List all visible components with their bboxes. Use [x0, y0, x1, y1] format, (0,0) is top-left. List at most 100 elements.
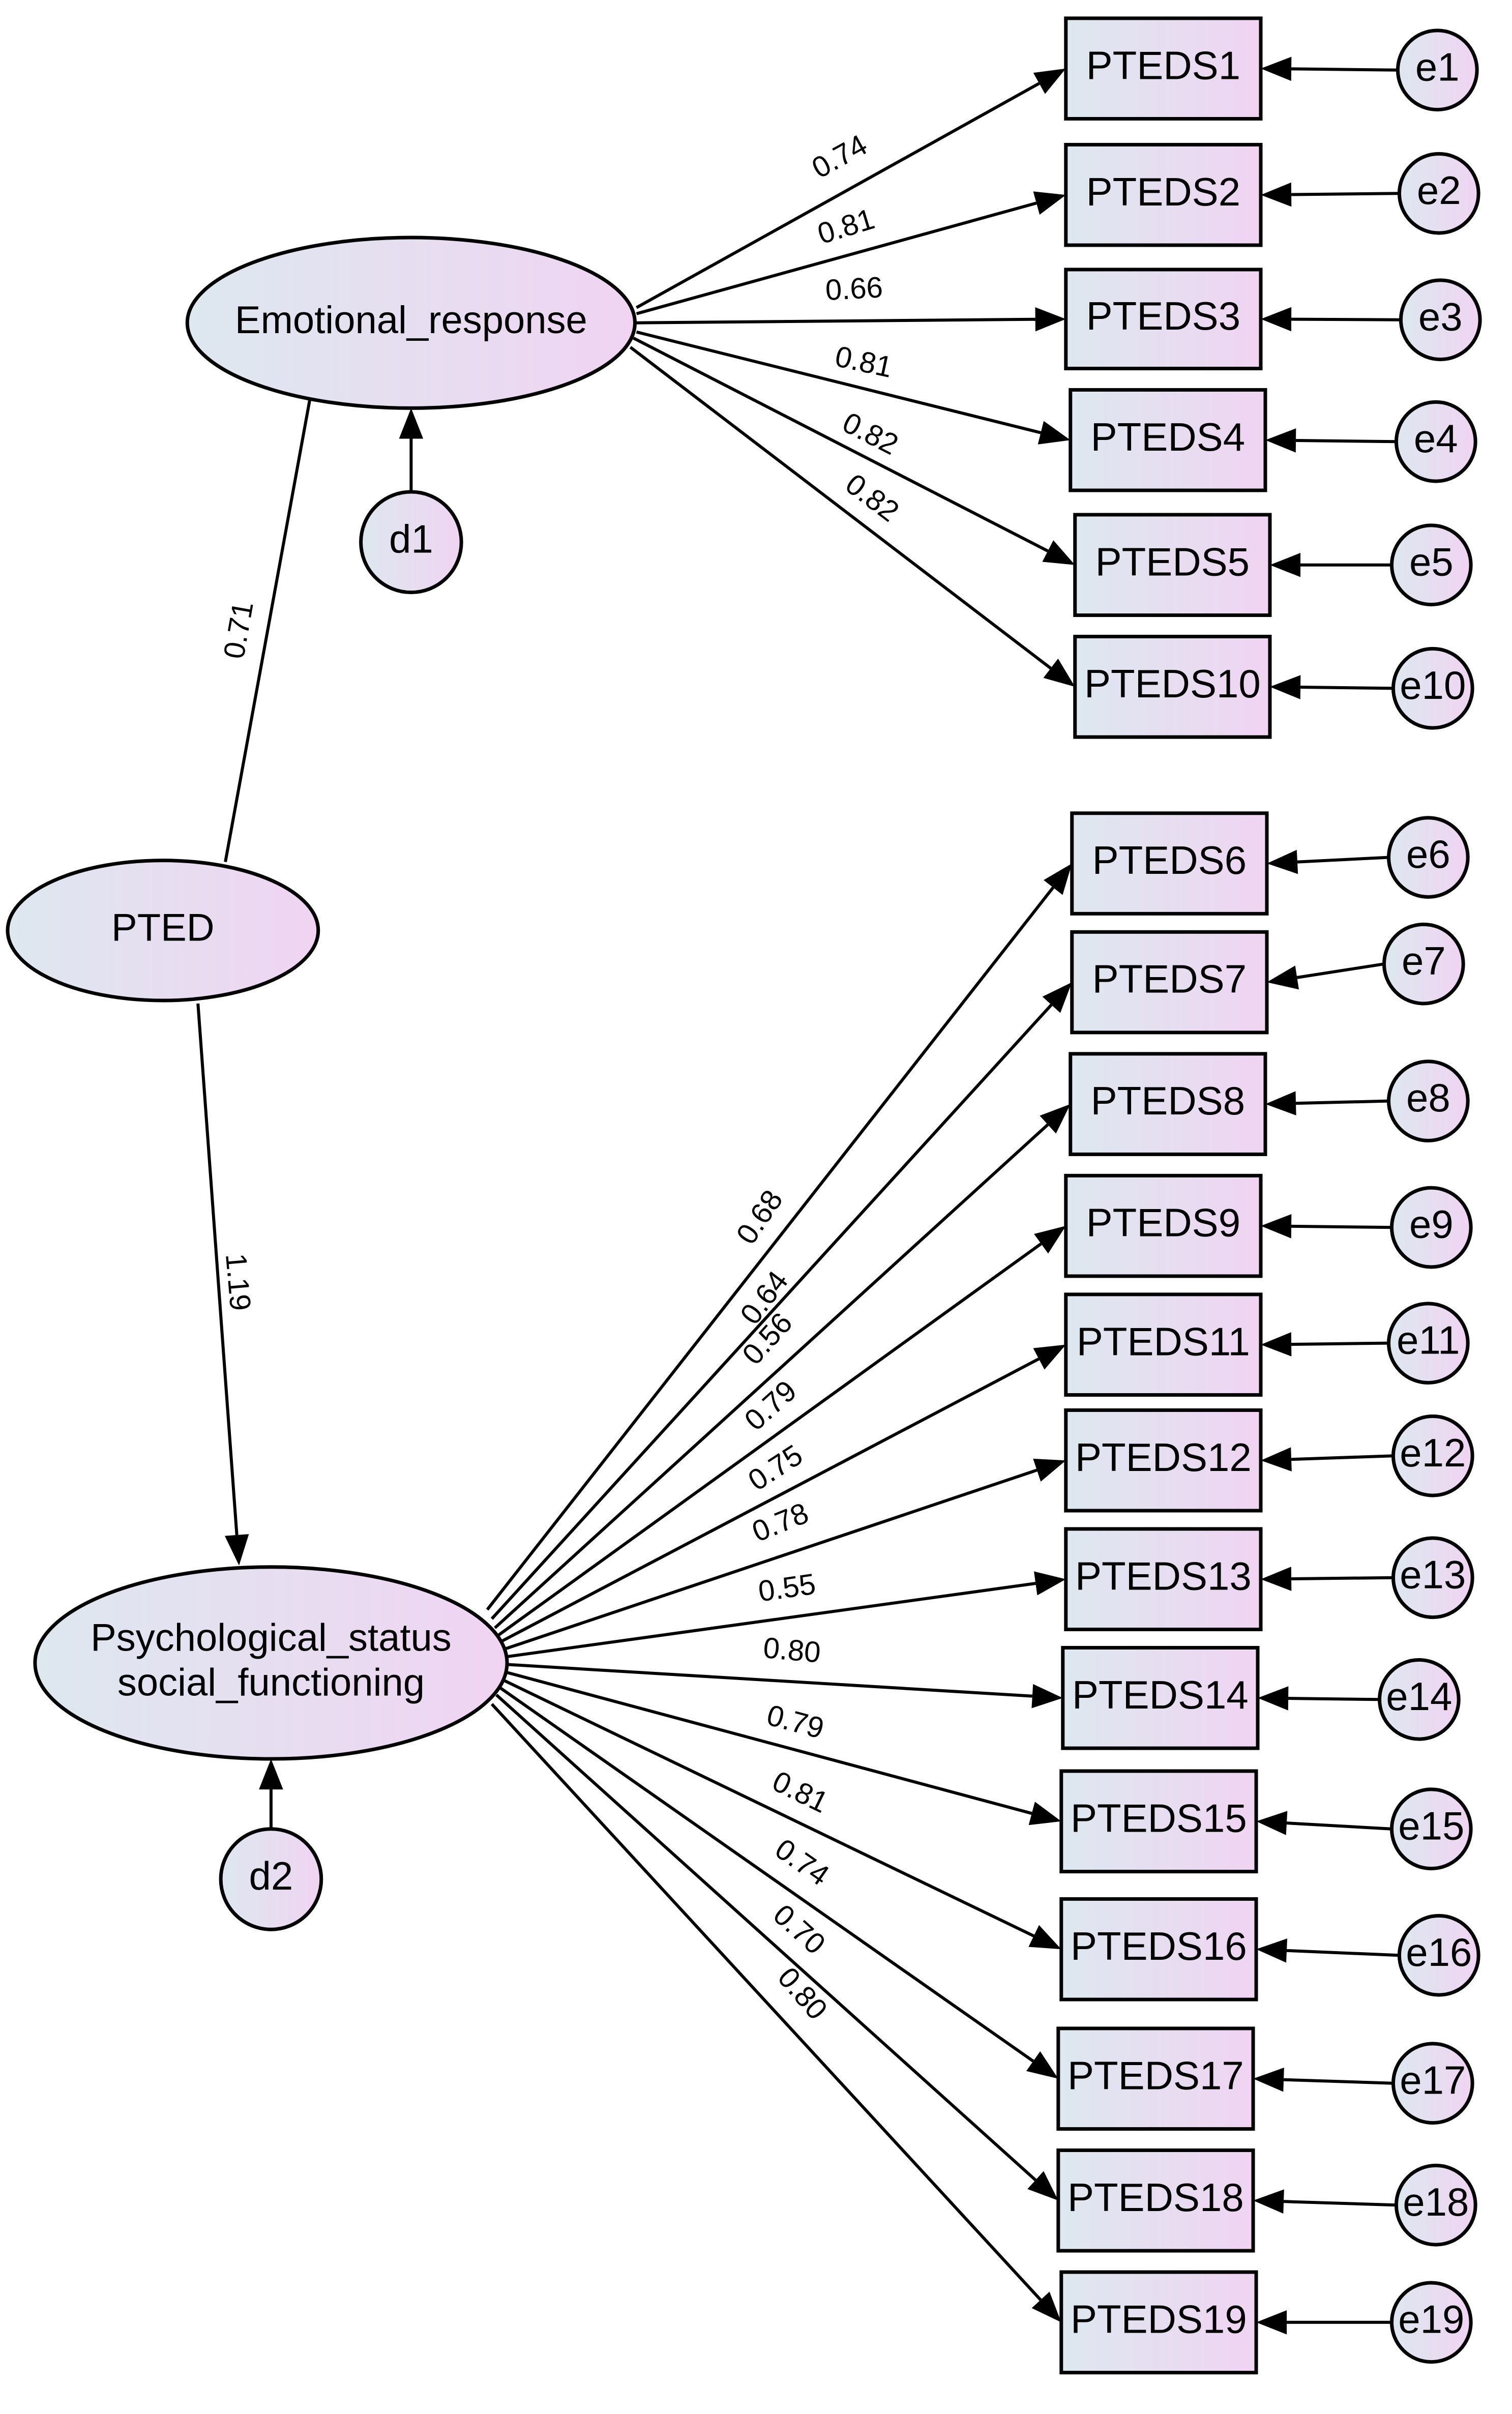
loading-path-pteds9-arrowhead	[1034, 1226, 1066, 1254]
error-label-e18: e18	[1403, 2180, 1469, 2224]
error-path-e12-arrowhead	[1260, 1447, 1292, 1471]
loading-path-pteds15-arrowhead	[1028, 1802, 1061, 1826]
indicator-label-pteds7: PTEDS7	[1092, 957, 1247, 1002]
loading-weight-pteds9: 0.79	[738, 1374, 803, 1437]
indicator-label-pteds9: PTEDS9	[1086, 1200, 1240, 1245]
loading-path-pteds3	[636, 317, 1035, 325]
error-path-e3-arrowhead	[1260, 307, 1292, 332]
structural-weight-ps: 1.19	[219, 1252, 257, 1312]
disturbance-label-d1: d1	[389, 516, 433, 561]
structural-weight-er: 0.71	[217, 599, 260, 661]
loading-path-pteds18-arrowhead	[1027, 2171, 1058, 2201]
indicator-label-pteds3: PTEDS3	[1086, 293, 1240, 338]
indicator-label-pteds18: PTEDS18	[1068, 2175, 1244, 2220]
error-path-e4	[1296, 438, 1397, 444]
error-path-e3	[1291, 317, 1401, 321]
error-path-e14-arrowhead	[1258, 1686, 1289, 1711]
indicator-pteds11	[1064, 1292, 1263, 1397]
latent-label-ps-line1: Psychological_status	[91, 1616, 452, 1659]
loading-weight-pteds10: 0.82	[839, 467, 905, 528]
indicator-label-pteds12: PTEDS12	[1075, 1435, 1252, 1480]
error-label-e14: e14	[1386, 1674, 1452, 1719]
loading-path-pteds18	[495, 1694, 1037, 2182]
loading-path-pteds12	[503, 1468, 1037, 1651]
error-label-e10: e10	[1400, 663, 1466, 708]
disturbance-d2	[219, 1827, 323, 1931]
error-path-e11-arrowhead	[1260, 1332, 1292, 1357]
error-label-e11: e11	[1397, 1317, 1460, 1362]
loading-path-pteds10	[629, 346, 1052, 670]
indicator-label-pteds4: PTEDS4	[1091, 415, 1245, 459]
error-path-e11	[1291, 1341, 1389, 1346]
error-label-e16: e16	[1406, 1930, 1472, 1975]
error-e14	[1378, 1658, 1461, 1741]
loading-weight-pteds15: 0.79	[763, 1698, 827, 1745]
error-path-e5-arrowhead	[1269, 552, 1301, 577]
indicator-pteds4	[1069, 388, 1267, 492]
loading-path-pteds3-arrowhead	[1035, 307, 1066, 332]
indicator-pteds3	[1064, 268, 1263, 371]
loading-path-pteds16-arrowhead	[1028, 1925, 1061, 1950]
indicator-pteds8	[1069, 1052, 1267, 1156]
error-path-e17-arrowhead	[1253, 2067, 1284, 2092]
error-e16	[1397, 1913, 1480, 1997]
indicator-label-pteds1: PTEDS1	[1086, 43, 1240, 87]
indicator-label-pteds11: PTEDS11	[1077, 1319, 1250, 1364]
error-path-e15-arrowhead	[1256, 1811, 1288, 1835]
loading-path-pteds17-arrowhead	[1026, 2051, 1058, 2079]
error-label-e7: e7	[1402, 938, 1446, 983]
error-path-e19-arrowhead	[1256, 2310, 1287, 2335]
loading-path-pteds14	[507, 1663, 1033, 1698]
error-path-e16	[1286, 1949, 1400, 1957]
error-label-e2: e2	[1417, 168, 1461, 213]
indicator-pteds16	[1059, 1897, 1258, 2001]
error-e6	[1386, 816, 1470, 899]
structural-path-ps-arrowhead	[224, 1534, 249, 1566]
loading-path-pteds4	[636, 330, 1042, 434]
loading-path-pteds15	[505, 1670, 1032, 1815]
error-path-e1-arrowhead	[1260, 56, 1292, 81]
error-label-e9: e9	[1409, 1202, 1454, 1247]
loading-path-pteds2-arrowhead	[1033, 191, 1066, 215]
indicator-pteds15	[1059, 1769, 1258, 1874]
nodes-layer: PTEDEmotional_responsePsychological_stat…	[6, 16, 1482, 2375]
error-path-e8	[1295, 1099, 1389, 1105]
error-label-e13: e13	[1400, 1552, 1466, 1597]
indicator-label-pteds17: PTEDS17	[1068, 2053, 1244, 2098]
error-path-e2	[1291, 192, 1400, 196]
indicator-pteds2	[1064, 142, 1263, 247]
error-path-e14	[1288, 1697, 1380, 1701]
error-e10	[1391, 646, 1474, 730]
loading-path-pteds13	[505, 1582, 1036, 1659]
error-e3	[1399, 278, 1482, 362]
error-e5	[1389, 523, 1473, 607]
error-label-e12: e12	[1400, 1430, 1466, 1475]
indicator-pteds7	[1070, 930, 1269, 1035]
loading-weight-pteds6: 0.68	[730, 1184, 789, 1250]
indicator-label-pteds16: PTEDS16	[1071, 1924, 1247, 1968]
loading-path-pteds5	[633, 336, 1049, 552]
indicator-pteds14	[1061, 1645, 1260, 1750]
error-path-e13-arrowhead	[1260, 1567, 1292, 1591]
loading-path-pteds1	[636, 82, 1040, 309]
disturbance-path-d1-arrowhead	[399, 408, 424, 439]
error-e19	[1389, 2281, 1473, 2364]
latent-er	[185, 235, 637, 410]
error-e12	[1391, 1414, 1474, 1497]
latent-pted	[6, 859, 320, 1003]
error-label-e4: e4	[1414, 416, 1458, 461]
error-path-e15	[1286, 1821, 1392, 1831]
error-e13	[1391, 1536, 1474, 1620]
indicator-label-pteds5: PTEDS5	[1095, 539, 1250, 584]
loading-path-pteds8	[494, 1123, 1049, 1629]
indicator-pteds6	[1070, 811, 1269, 916]
error-path-e10-arrowhead	[1269, 675, 1301, 699]
loading-path-pteds2	[636, 201, 1037, 315]
loading-path-pteds6-arrowhead	[1043, 863, 1072, 895]
loading-path-pteds9	[497, 1242, 1042, 1637]
error-label-e3: e3	[1418, 294, 1463, 339]
loading-path-pteds19-arrowhead	[1031, 2291, 1061, 2322]
error-e7	[1382, 922, 1465, 1006]
error-label-e6: e6	[1406, 832, 1450, 876]
indicator-label-pteds15: PTEDS15	[1071, 1795, 1247, 1840]
